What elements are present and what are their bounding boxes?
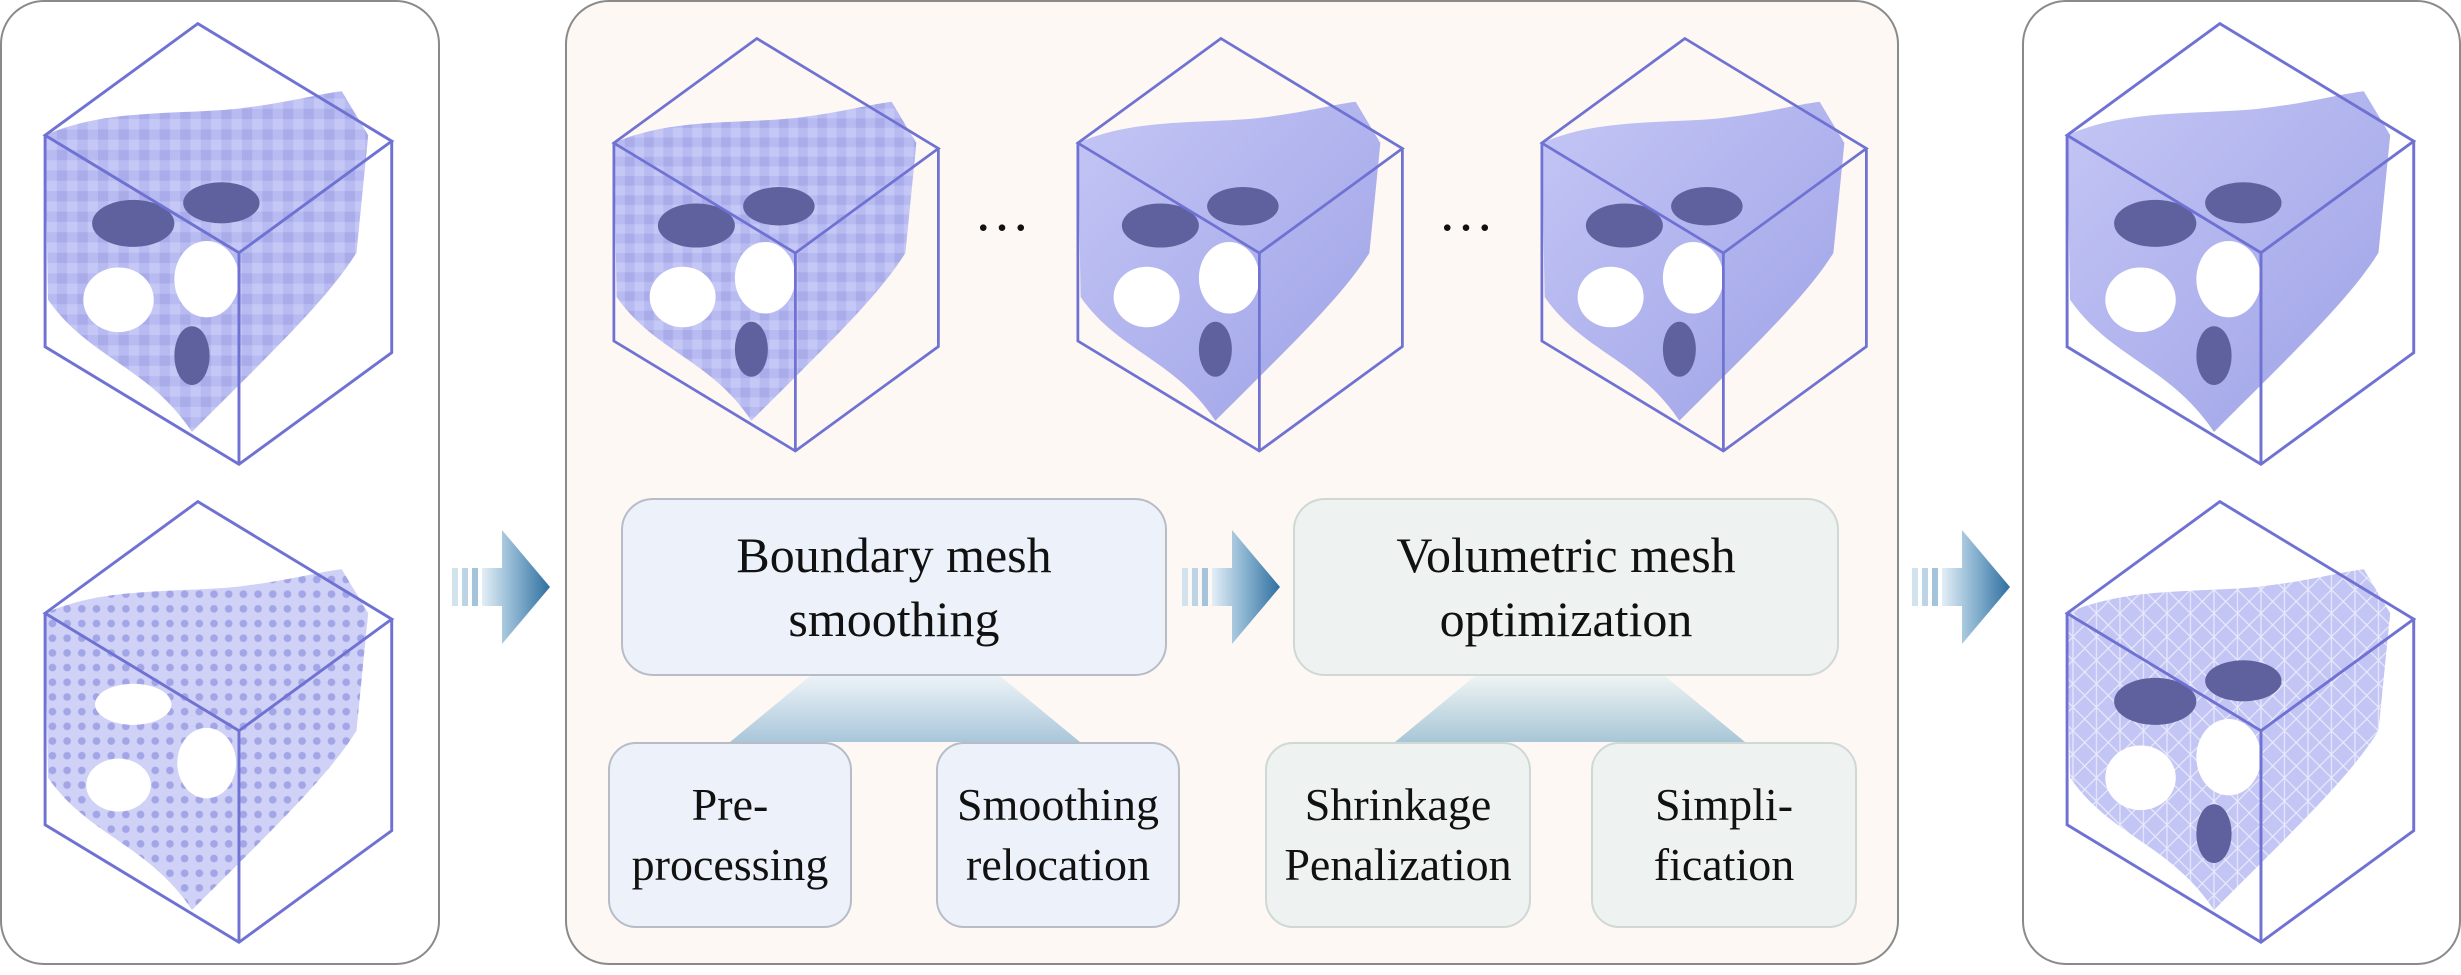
volumetric-mesh-optimization-box: Volumetric mesh optimization <box>1293 498 1839 676</box>
output-tetra-mesh-cube <box>2036 484 2436 954</box>
voxel-surface-cube <box>14 6 414 476</box>
smoothing-relocation-step: Smoothing relocation <box>936 742 1180 928</box>
step-label: Smoothing relocation <box>957 779 1159 890</box>
volumetric-optimization-cube <box>1510 22 1890 462</box>
step-label: Shrinkage Penalization <box>1284 779 1512 890</box>
boundary-connector <box>730 676 1080 742</box>
flow-arrow-icon <box>450 530 550 644</box>
stage-title: Volumetric mesh optimization <box>1396 527 1736 647</box>
ellipsis: … <box>1438 181 1498 243</box>
preprocessing-step: Pre- processing <box>608 742 852 928</box>
step-label: Pre- processing <box>631 779 829 890</box>
shrinkage-penalization-step: Shrinkage Penalization <box>1265 742 1531 928</box>
step-label: Simpli- fication <box>1653 779 1795 890</box>
voxel-volume-cube <box>14 484 414 954</box>
boundary-smoothing-cube-final <box>1046 22 1426 462</box>
boundary-smoothing-cube-early <box>582 22 962 462</box>
volumetric-connector <box>1395 676 1745 742</box>
simplification-step: Simpli- fication <box>1591 742 1857 928</box>
flow-arrow-icon <box>1910 530 2010 644</box>
ellipsis: … <box>974 181 1034 243</box>
boundary-mesh-smoothing-box: Boundary mesh smoothing <box>621 498 1167 676</box>
output-surface-cube <box>2036 6 2436 476</box>
stage-title: Boundary mesh smoothing <box>736 527 1052 647</box>
flow-arrow-icon <box>1180 530 1280 644</box>
